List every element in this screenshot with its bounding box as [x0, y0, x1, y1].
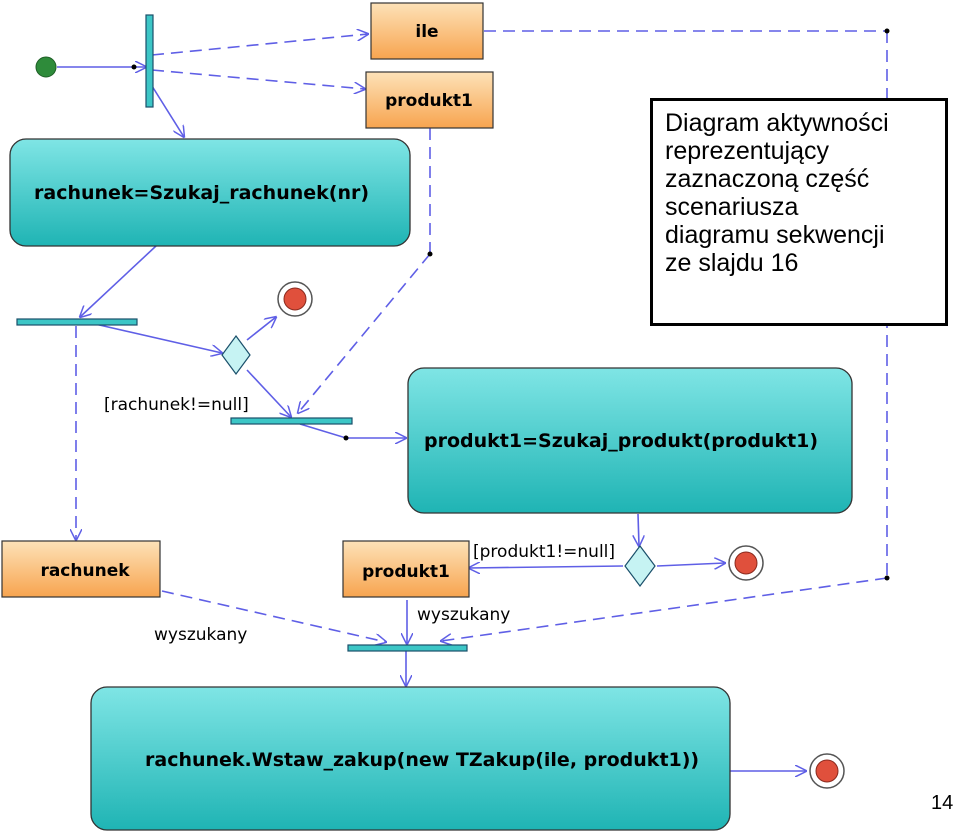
flow-edges — [57, 67, 806, 771]
action-szukaj-produkt-label: produkt1=Szukaj_produkt(produkt1) — [424, 430, 818, 452]
dashed-fork-ile — [151, 34, 368, 56]
edge-action1-bar2 — [80, 245, 157, 317]
edge-decision2-final2 — [656, 563, 725, 566]
guard-rachunek: [rachunek!=null] — [104, 395, 249, 415]
edge-fork-action1 — [151, 85, 184, 137]
final-node-3 — [809, 753, 845, 789]
edge-decision2-produkt1 — [469, 566, 624, 568]
object-ile-label: ile — [415, 22, 438, 42]
state-wyszukany-left: wyszukany — [154, 625, 247, 645]
dashed-rachunek-bar4 — [161, 590, 386, 642]
join-bar-zakup — [347, 644, 468, 652]
note-line-5: diagramu sekwencji — [665, 221, 885, 249]
final-node-2 — [728, 545, 764, 581]
object-rachunek-label: rachunek — [40, 561, 130, 581]
decision-produkt — [624, 545, 656, 587]
action-wstaw-zakup-label: rachunek.Wstaw_zakup(new TZakup(ile, pro… — [145, 749, 699, 771]
object-produkt1-top-label: produkt1 — [385, 91, 473, 111]
initial-node — [35, 56, 57, 78]
decision-rachunek — [221, 334, 251, 376]
guard-produkt1: [produkt1!=null] — [473, 542, 615, 562]
dashed-fork-produkt1 — [151, 69, 365, 89]
dashed-to-bar3 — [298, 253, 431, 413]
edge-bar2-decision1 — [94, 323, 222, 353]
page-number: 14 — [931, 792, 954, 814]
note-line-2: reprezentujący — [665, 137, 829, 165]
action-szukaj-produkt: produkt1=Szukaj_produkt(produkt1) — [407, 367, 853, 514]
object-produkt1-bottom-label: produkt1 — [362, 562, 450, 582]
fork-bar-vertical — [145, 14, 154, 108]
note-line-6: ze slajdu 16 — [665, 249, 799, 277]
note-line-3: zaznaczoną część — [665, 165, 870, 193]
action-szukaj-rachunek-label: rachunek=Szukaj_rachunek(nr) — [34, 182, 369, 204]
final-node-1 — [277, 281, 313, 317]
edge-bar3-action2 — [299, 423, 406, 438]
object-ile: ile — [370, 2, 484, 60]
description-note: Diagram aktywności reprezentujący zaznac… — [650, 98, 948, 326]
object-produkt1-top: produkt1 — [365, 71, 494, 129]
fork-bar-rachunek — [16, 318, 138, 326]
note-line-1: Diagram aktywności — [665, 109, 889, 137]
object-produkt1-bottom: produkt1 — [342, 540, 470, 598]
object-rachunek: rachunek — [1, 540, 161, 598]
edge-decision1-final1 — [246, 317, 276, 341]
state-wyszukany-right: wyszukany — [417, 605, 510, 625]
join-bar-produkt — [230, 417, 353, 425]
note-line-4: scenariusza — [665, 193, 799, 221]
action-wstaw-zakup: rachunek.Wstaw_zakup(new TZakup(ile, pro… — [90, 686, 731, 831]
edge-action2-decision2 — [638, 513, 639, 546]
edge-decision1-bar3 — [246, 369, 291, 417]
action-szukaj-rachunek: rachunek=Szukaj_rachunek(nr) — [9, 138, 411, 247]
